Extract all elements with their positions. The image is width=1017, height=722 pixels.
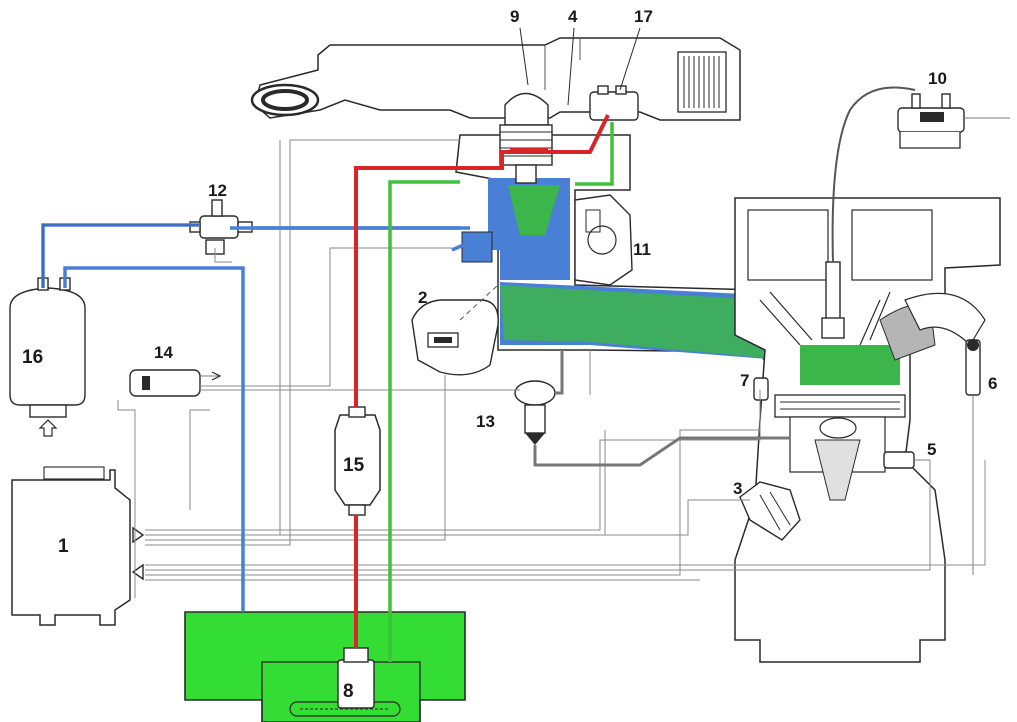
- label-7: 7: [740, 371, 749, 390]
- coolant-temperature-sensor: [884, 452, 930, 468]
- lambda-sensor: [966, 339, 980, 575]
- label-9: 9: [510, 7, 519, 26]
- label-17: 17: [634, 7, 653, 26]
- knock-sensor: [754, 378, 768, 400]
- label-13: 13: [476, 412, 495, 431]
- label-11: 11: [633, 240, 651, 259]
- ignition-coil: [898, 94, 1010, 148]
- label-2: 2: [418, 288, 427, 307]
- air-intake-housing: [252, 38, 740, 120]
- label-15: 15: [343, 455, 365, 476]
- engine-block: [735, 198, 1000, 662]
- regulator-return-line: [535, 350, 790, 465]
- label-3: 3: [733, 479, 742, 498]
- label-4: 4: [568, 7, 578, 26]
- fuel-tank: [185, 612, 465, 722]
- label-16: 16: [22, 347, 43, 368]
- idle-control-valve: [575, 195, 632, 285]
- label-6: 6: [988, 374, 997, 393]
- label-12: 12: [208, 181, 227, 200]
- label-8: 8: [343, 681, 354, 702]
- fuel-pressure-regulator: [515, 381, 555, 445]
- label-10: 10: [928, 69, 947, 88]
- label-1: 1: [58, 536, 69, 557]
- label-5: 5: [927, 440, 936, 459]
- label-14: 14: [154, 343, 173, 362]
- air-temperature-sensor: [130, 370, 220, 396]
- control-unit: [12, 467, 143, 625]
